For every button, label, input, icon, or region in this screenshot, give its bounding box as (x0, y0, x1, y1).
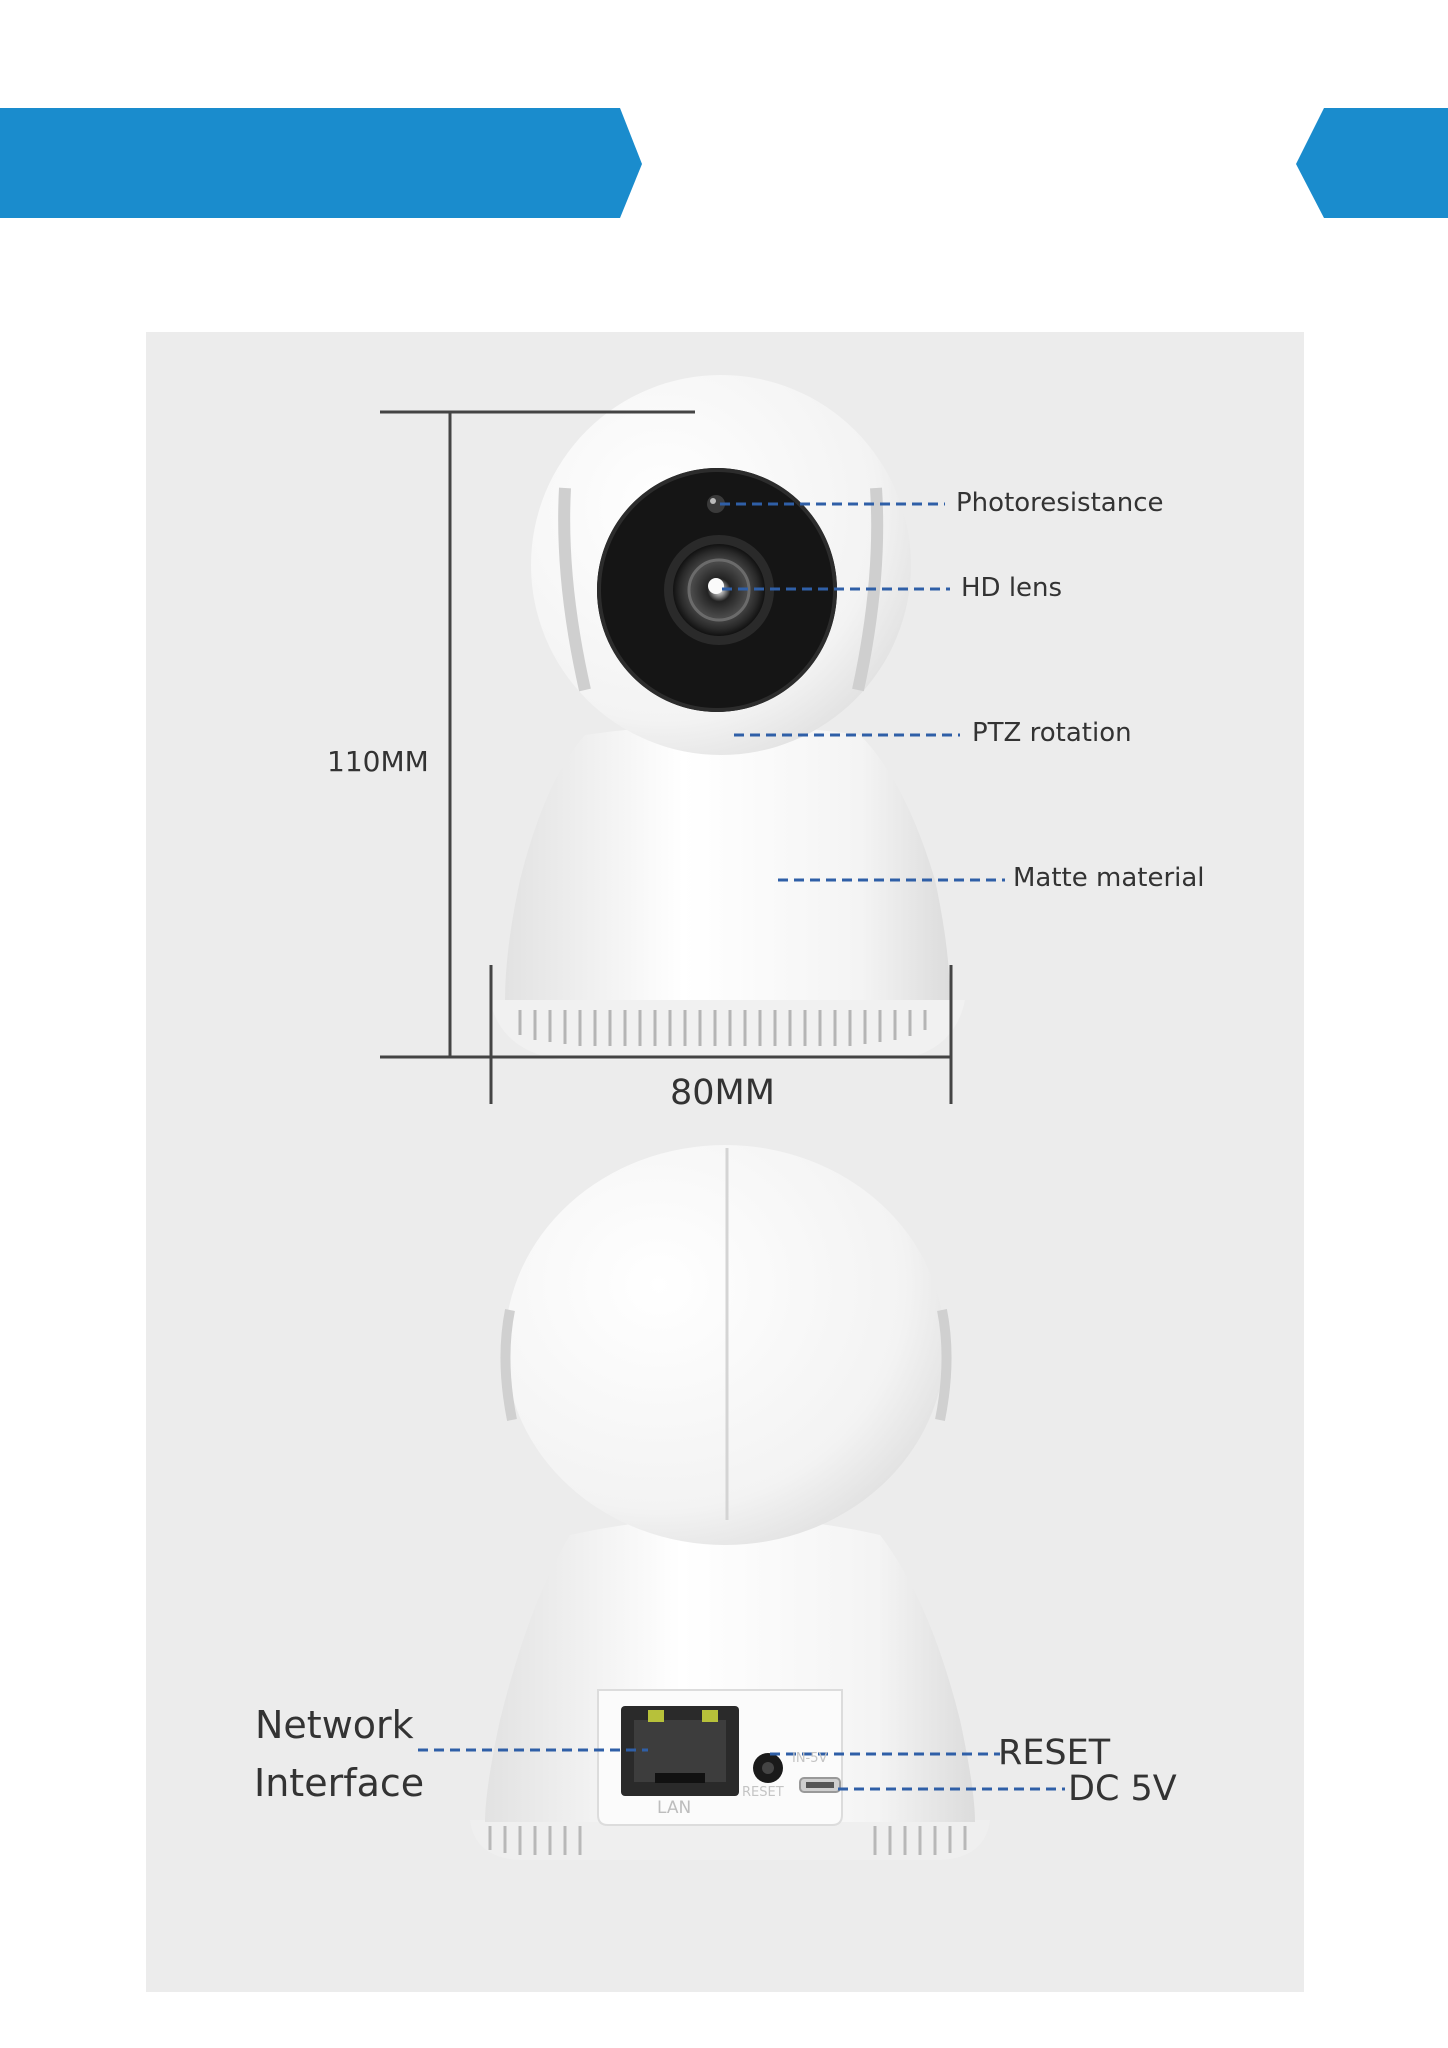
in-5v-port-label: IN-5V (792, 1751, 828, 1766)
top-banner-left (0, 108, 642, 218)
lan-port-label: LAN (657, 1798, 692, 1818)
width-dimension-line (489, 965, 953, 1104)
height-dimension-line (380, 410, 695, 1059)
photoresistance-label: Photoresistance (956, 488, 1164, 518)
network-interface-label-line1: Network (255, 1703, 414, 1747)
matte-material-label: Matte material (1013, 863, 1205, 893)
dc-5v-label: DC 5V (1068, 1769, 1177, 1809)
reset-port-label: RESET (742, 1785, 784, 1800)
reset-label: RESET (998, 1733, 1111, 1773)
height-dimension-label: 110MM (327, 745, 429, 778)
back-camera (470, 1145, 990, 1860)
top-banner-right (1296, 108, 1448, 218)
ptz-rotation-label: PTZ rotation (972, 718, 1132, 748)
front-camera (490, 375, 965, 1060)
width-dimension-label: 80MM (670, 1073, 775, 1113)
hd-lens-label: HD lens (961, 573, 1063, 603)
network-interface-label-line2: Interface (254, 1761, 425, 1805)
